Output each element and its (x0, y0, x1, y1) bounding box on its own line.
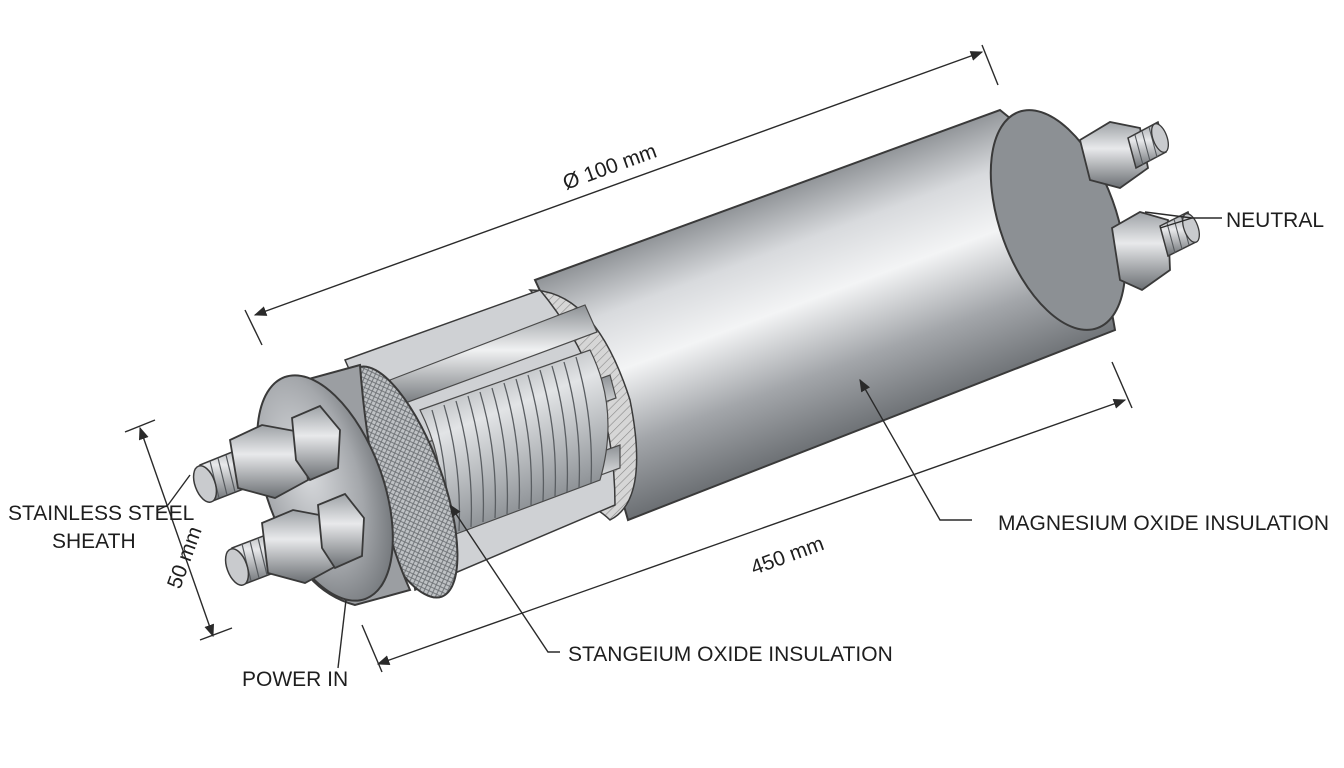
leader-power-in (337, 599, 347, 669)
dimension-length (361, 361, 1133, 673)
leader-sheath (157, 474, 191, 511)
rear-terminal-upper (1078, 120, 1169, 189)
leader-stangeium (449, 503, 560, 653)
label-sheath-line1: STAINLESS STEEL (8, 502, 194, 525)
label-magnesium-oxide: MAGNESIUM OXIDE INSULATION (998, 512, 1329, 535)
label-stangeium-oxide: STANGEIUM OXIDE INSULATION (568, 643, 893, 666)
dim-label-end-diameter: 50 mm (163, 524, 207, 592)
front-terminal-lower (224, 492, 365, 586)
rear-terminal-lower (1111, 210, 1200, 292)
label-power-in: POWER IN (242, 668, 348, 691)
leader-magnesium (859, 378, 972, 521)
leader-lines (157, 211, 1222, 669)
dimension-end-diameter (124, 419, 233, 641)
label-neutral: NEUTRAL (1226, 209, 1324, 232)
label-sheath-line2: SHEATH (52, 530, 136, 553)
dimension-diameter (244, 44, 999, 346)
dim-label-length: 450 mm (748, 532, 827, 580)
